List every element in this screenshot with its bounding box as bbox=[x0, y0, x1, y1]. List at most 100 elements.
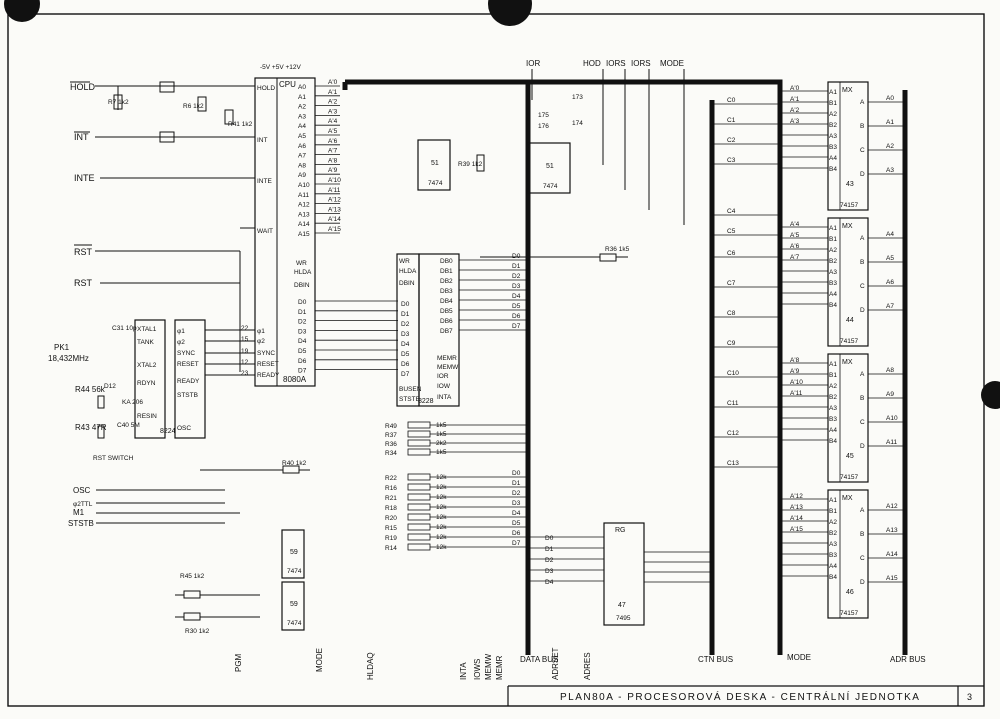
system-controller-8228: 8228 WRHLDADBINBUSENSTSTBMEMRMEMWIORIOWI… bbox=[396, 253, 528, 407]
mux-side-pin: C bbox=[860, 147, 865, 154]
address-outputs: A'0A'1A'2A'3A'4A'5A'6A'7A'8A'9A'10A'11A'… bbox=[328, 79, 341, 233]
mux-addr-label: A'11 bbox=[790, 390, 803, 397]
mux-in-pin: A4 bbox=[829, 427, 837, 434]
bottom-label: HLDAQ bbox=[366, 652, 375, 680]
mux-in-pin: B3 bbox=[829, 144, 837, 151]
mux-addr-label: A'10 bbox=[790, 379, 803, 386]
signal-int: INT bbox=[74, 132, 89, 142]
db-bus-label: D7 bbox=[512, 323, 521, 330]
mux-in-pin: A2 bbox=[829, 519, 837, 526]
clkgen-pin: XTAL1 bbox=[137, 326, 157, 333]
ladder-resistor-ref: R16 bbox=[385, 485, 397, 492]
mux-in-pin: A4 bbox=[829, 155, 837, 162]
addr-prime-label: A'14 bbox=[328, 216, 341, 223]
ladder-bus-label: D2 bbox=[512, 490, 521, 497]
cpu-pin: 22 bbox=[241, 325, 249, 332]
mux-out-label: A6 bbox=[886, 279, 894, 286]
sysctrl-db-pin: DB0 bbox=[440, 258, 453, 265]
cpu-data-pin: D4 bbox=[298, 338, 307, 345]
sysctrl-pin: STSTB bbox=[399, 396, 420, 403]
mux-id: 45 bbox=[846, 453, 854, 460]
addr-prime-label: A'9 bbox=[328, 167, 338, 174]
clkgen-type: 8224 bbox=[160, 428, 176, 435]
mux-in-pin: B1 bbox=[829, 100, 837, 107]
rst-switch: RST SWITCH bbox=[93, 455, 134, 462]
mux-side-pin: A bbox=[860, 371, 865, 378]
crystal-ref: PK1 bbox=[54, 343, 70, 352]
d12: D12 bbox=[104, 383, 116, 390]
flip-flop-box bbox=[281, 529, 305, 579]
ladder-resistor bbox=[407, 513, 431, 521]
sysctrl-pin: MEMW bbox=[437, 364, 459, 371]
resistor-group-top bbox=[113, 81, 234, 143]
mux-side-pin: B bbox=[860, 123, 864, 130]
flip-flop-label: 59 bbox=[290, 549, 298, 556]
sysctrl-db-pins: DB0D0DB1D1DB2D2DB3D3DB4D4DB5D5DB6D6DB7D7… bbox=[401, 253, 528, 378]
db-bus-label: D5 bbox=[512, 303, 521, 310]
mux-in-pin: B3 bbox=[829, 552, 837, 559]
reset-circuit: R44 56k R43 47R D12 KA 206 C40 5M RST SW… bbox=[68, 383, 240, 528]
mux-in-pin: A4 bbox=[829, 563, 837, 570]
cpu-addr-pin: A1 bbox=[298, 94, 306, 101]
mux-in-pin: A3 bbox=[829, 269, 837, 276]
mux-side-pin: A bbox=[860, 235, 865, 242]
cpu-in-hold: HOLD bbox=[257, 85, 275, 92]
mux-side-pin: D bbox=[860, 307, 865, 314]
ladder-resistor-ref: R21 bbox=[385, 495, 397, 502]
addr-prime-label: A'12 bbox=[328, 197, 341, 204]
clkgen-pin: OSC bbox=[177, 425, 191, 432]
register-type: 7495 bbox=[616, 615, 631, 622]
ladder-resistor bbox=[407, 473, 431, 481]
cap-c31: C31 10p bbox=[112, 325, 137, 332]
cpu-addr-pin: A14 bbox=[298, 221, 310, 228]
ladder-bus-label: D4 bbox=[512, 510, 521, 517]
cpu-addr-pin: A7 bbox=[298, 153, 306, 160]
clkgen-pin: READY bbox=[177, 378, 200, 385]
reg-d-label: D3 bbox=[545, 568, 554, 575]
mux-type: 74157 bbox=[840, 610, 858, 617]
db-bus-label: D4 bbox=[512, 293, 521, 300]
ststb-label: STSTB bbox=[68, 519, 94, 528]
ladder-resistor bbox=[407, 421, 431, 429]
mux-in-pin: B4 bbox=[829, 574, 837, 581]
bottom-label: IOWS bbox=[473, 659, 482, 680]
addr-prime-label: A'0 bbox=[328, 79, 338, 86]
flip-flop-label: 51 bbox=[431, 160, 439, 167]
mux-type: 74157 bbox=[840, 474, 858, 481]
mux-out-label: A11 bbox=[886, 439, 897, 446]
signal-hold: HOLD bbox=[70, 82, 96, 92]
ladder-resistor-value: 1k5 bbox=[436, 449, 447, 456]
mux-side-pin: D bbox=[860, 443, 865, 450]
sheet-title: PLAN80A - PROCESOROVÁ DESKA - CENTRÁLNÍ … bbox=[560, 690, 920, 703]
top-iors2: IORS bbox=[631, 59, 651, 68]
flip-flop-box bbox=[527, 142, 571, 194]
ladder-resistor-ref: R14 bbox=[385, 545, 397, 552]
clkgen-pin: φ2 bbox=[177, 339, 185, 346]
addr-prime-label: A'7 bbox=[328, 148, 338, 155]
cpu-clk-2: φ2 bbox=[257, 338, 265, 345]
flip-flop-type: 7474 bbox=[287, 620, 302, 627]
clkgen-pin: XTAL2 bbox=[137, 362, 157, 369]
ladder-resistor-ref: R34 bbox=[385, 450, 397, 457]
signal-inte: INTE bbox=[74, 173, 95, 183]
reg-d-label: D1 bbox=[545, 546, 554, 553]
ladder-resistor-ref: R22 bbox=[385, 475, 397, 482]
addr-prime-label: A'2 bbox=[328, 99, 338, 106]
mux-side-pin: C bbox=[860, 283, 865, 290]
mux-in-pin: B3 bbox=[829, 280, 837, 287]
mux-side-pin: C bbox=[860, 419, 865, 426]
db-bus-label: D6 bbox=[512, 313, 521, 320]
r40: R40 1k2 bbox=[282, 460, 307, 467]
phi2ttl-label: φ2TTL bbox=[73, 501, 93, 508]
ctn-label: C1 bbox=[727, 117, 736, 124]
cpu-pin: 23 bbox=[241, 370, 249, 377]
bottom-label-ctnbus: CTN BUS bbox=[698, 655, 733, 664]
flip-flop-label: 51 bbox=[546, 163, 554, 170]
sysctrl-pin: MEMR bbox=[437, 355, 457, 362]
ladder-resistor-ref: R36 bbox=[385, 441, 397, 448]
mux-in-pin: B4 bbox=[829, 438, 837, 445]
mux-out-label: A15 bbox=[886, 575, 898, 582]
flip-flop-type: 7474 bbox=[543, 183, 558, 190]
top-ior: IOR bbox=[526, 59, 540, 68]
